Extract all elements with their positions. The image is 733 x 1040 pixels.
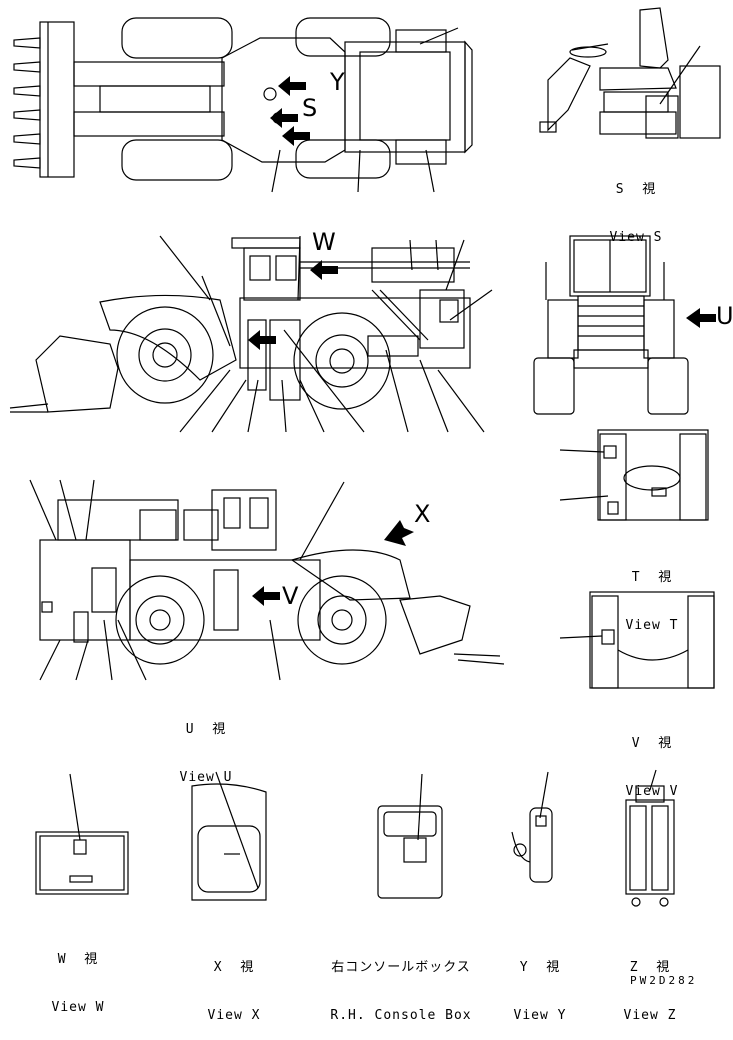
view-y-jp: Y 視 <box>519 960 561 975</box>
arrow-markers-side-right <box>252 520 414 606</box>
view-u-jp: U 視 <box>185 722 227 737</box>
view-x-jp: X 視 <box>213 960 255 975</box>
top-view-loader <box>13 17 473 193</box>
view-w-drawing <box>35 773 129 895</box>
view-s-jp: S 視 <box>615 182 657 197</box>
view-t-caption: T 視 View T <box>616 538 688 650</box>
view-z-jp: Z 視 <box>629 960 671 975</box>
view-z-drawing <box>625 769 675 907</box>
view-t-en: View T <box>625 618 679 633</box>
view-y-drawing <box>511 771 553 883</box>
console-box-caption: 右コンソールボックス R.H. Console Box <box>326 928 476 1040</box>
arrow-markers-top <box>270 76 310 146</box>
view-v-en: View V <box>625 784 679 799</box>
view-v-jp: V 視 <box>631 736 673 751</box>
view-w-en: View W <box>51 1000 105 1015</box>
console-box-en: R.H. Console Box <box>330 1008 472 1023</box>
letter-x: X <box>414 500 431 528</box>
front-view <box>533 235 689 415</box>
console-box-jp: 右コンソールボックス <box>331 960 471 975</box>
view-x-caption: X 視 View X <box>198 928 270 1040</box>
view-s-caption: S 視 View S <box>600 150 672 262</box>
view-u-caption: U 視 View U <box>170 690 242 802</box>
view-w-caption: W 視 View W <box>42 920 114 1032</box>
view-v-caption: V 視 View V <box>616 704 688 816</box>
arrow-markers-side-left <box>248 260 338 350</box>
side-view-right <box>29 479 505 681</box>
letter-v: V <box>282 582 299 610</box>
letter-w: W <box>312 228 336 256</box>
view-z-en: View Z <box>623 1008 677 1023</box>
console-box-drawing <box>377 773 443 899</box>
view-s-seat-drawing <box>539 7 721 139</box>
letter-y: Y <box>330 68 345 96</box>
view-x-drawing <box>191 771 267 901</box>
view-y-en: View Y <box>513 1008 567 1023</box>
letter-u: U <box>716 302 733 330</box>
drawing-code: PW2D282 <box>630 974 698 987</box>
view-w-jp: W 視 <box>57 952 99 967</box>
view-y-caption: Y 視 View Y <box>504 928 576 1040</box>
view-s-en: View S <box>609 230 663 245</box>
arrow-marker-front <box>686 308 716 328</box>
view-t-jp: T 視 <box>631 570 673 585</box>
bucket-teeth <box>13 37 41 169</box>
parts-diagram <box>9 7 721 907</box>
view-t-drawing <box>559 429 709 521</box>
view-v-drawing <box>559 591 715 689</box>
view-x-en: View X <box>207 1008 261 1023</box>
letter-s: S <box>302 94 318 122</box>
side-view-left <box>9 235 493 433</box>
view-u-en: View U <box>179 770 233 785</box>
